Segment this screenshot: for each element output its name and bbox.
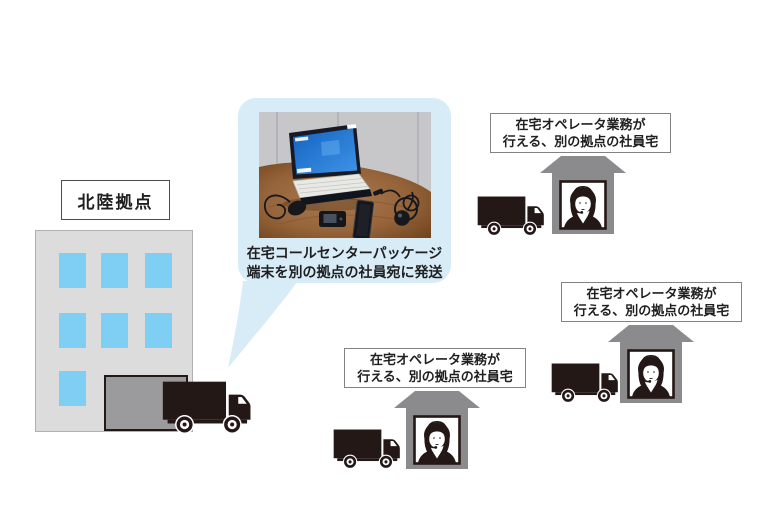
house-icon-2 (606, 322, 696, 403)
building-window (145, 313, 172, 348)
bubble-caption-line1: 在宅コールセンターパッケージ (246, 245, 443, 261)
site-label-line2: 行える、別の拠点の社員宅 (357, 369, 513, 384)
building-window (59, 253, 86, 288)
site-label-box-2: 在宅オペレータ業務が 行える、別の拠点の社員宅 (561, 282, 742, 322)
site-label-line2: 行える、別の拠点の社員宅 (573, 303, 730, 318)
building-window (145, 253, 172, 288)
origin-label-text: 北陸拠点 (77, 192, 154, 212)
delivery-truck-icon-origin (162, 381, 251, 434)
smartphone-icon (352, 199, 375, 238)
package-photo (259, 112, 431, 238)
delivery-truck-icon-1 (477, 196, 544, 236)
headset-icon (373, 188, 420, 226)
house-icon-3 (392, 388, 482, 469)
laptop-icon (289, 124, 372, 205)
origin-label-box: 北陸拠点 (61, 180, 170, 220)
bubble-caption: 在宅コールセンターパッケージ 端末を別の拠点の社員宛に発送 (238, 244, 451, 281)
building-window (59, 371, 86, 406)
site-label-line1: 在宅オペレータ業務が (515, 117, 646, 132)
mobile-router-icon (319, 211, 346, 227)
building-window (101, 253, 128, 288)
delivery-truck-icon-2 (551, 363, 618, 403)
building-window (59, 313, 86, 348)
mouse-icon (264, 194, 307, 220)
site-label-box-3: 在宅オペレータ業務が 行える、別の拠点の社員宅 (344, 348, 526, 388)
site-label-line2: 行える、別の拠点の社員宅 (502, 134, 659, 149)
bubble-caption-line2: 端末を別の拠点の社員宛に発送 (246, 263, 443, 280)
house-icon-1 (538, 153, 628, 234)
building-window (101, 313, 128, 348)
site-label-line1: 在宅オペレータ業務が (586, 286, 717, 301)
site-label-line1: 在宅オペレータ業務が (369, 352, 500, 367)
speech-bubble-tail (228, 281, 298, 368)
delivery-truck-icon-3 (333, 429, 400, 469)
building-icon (35, 230, 193, 432)
site-label-box-1: 在宅オペレータ業務が 行える、別の拠点の社員宅 (490, 113, 671, 153)
speech-bubble: 在宅コールセンターパッケージ 端末を別の拠点の社員宛に発送 (238, 98, 451, 283)
